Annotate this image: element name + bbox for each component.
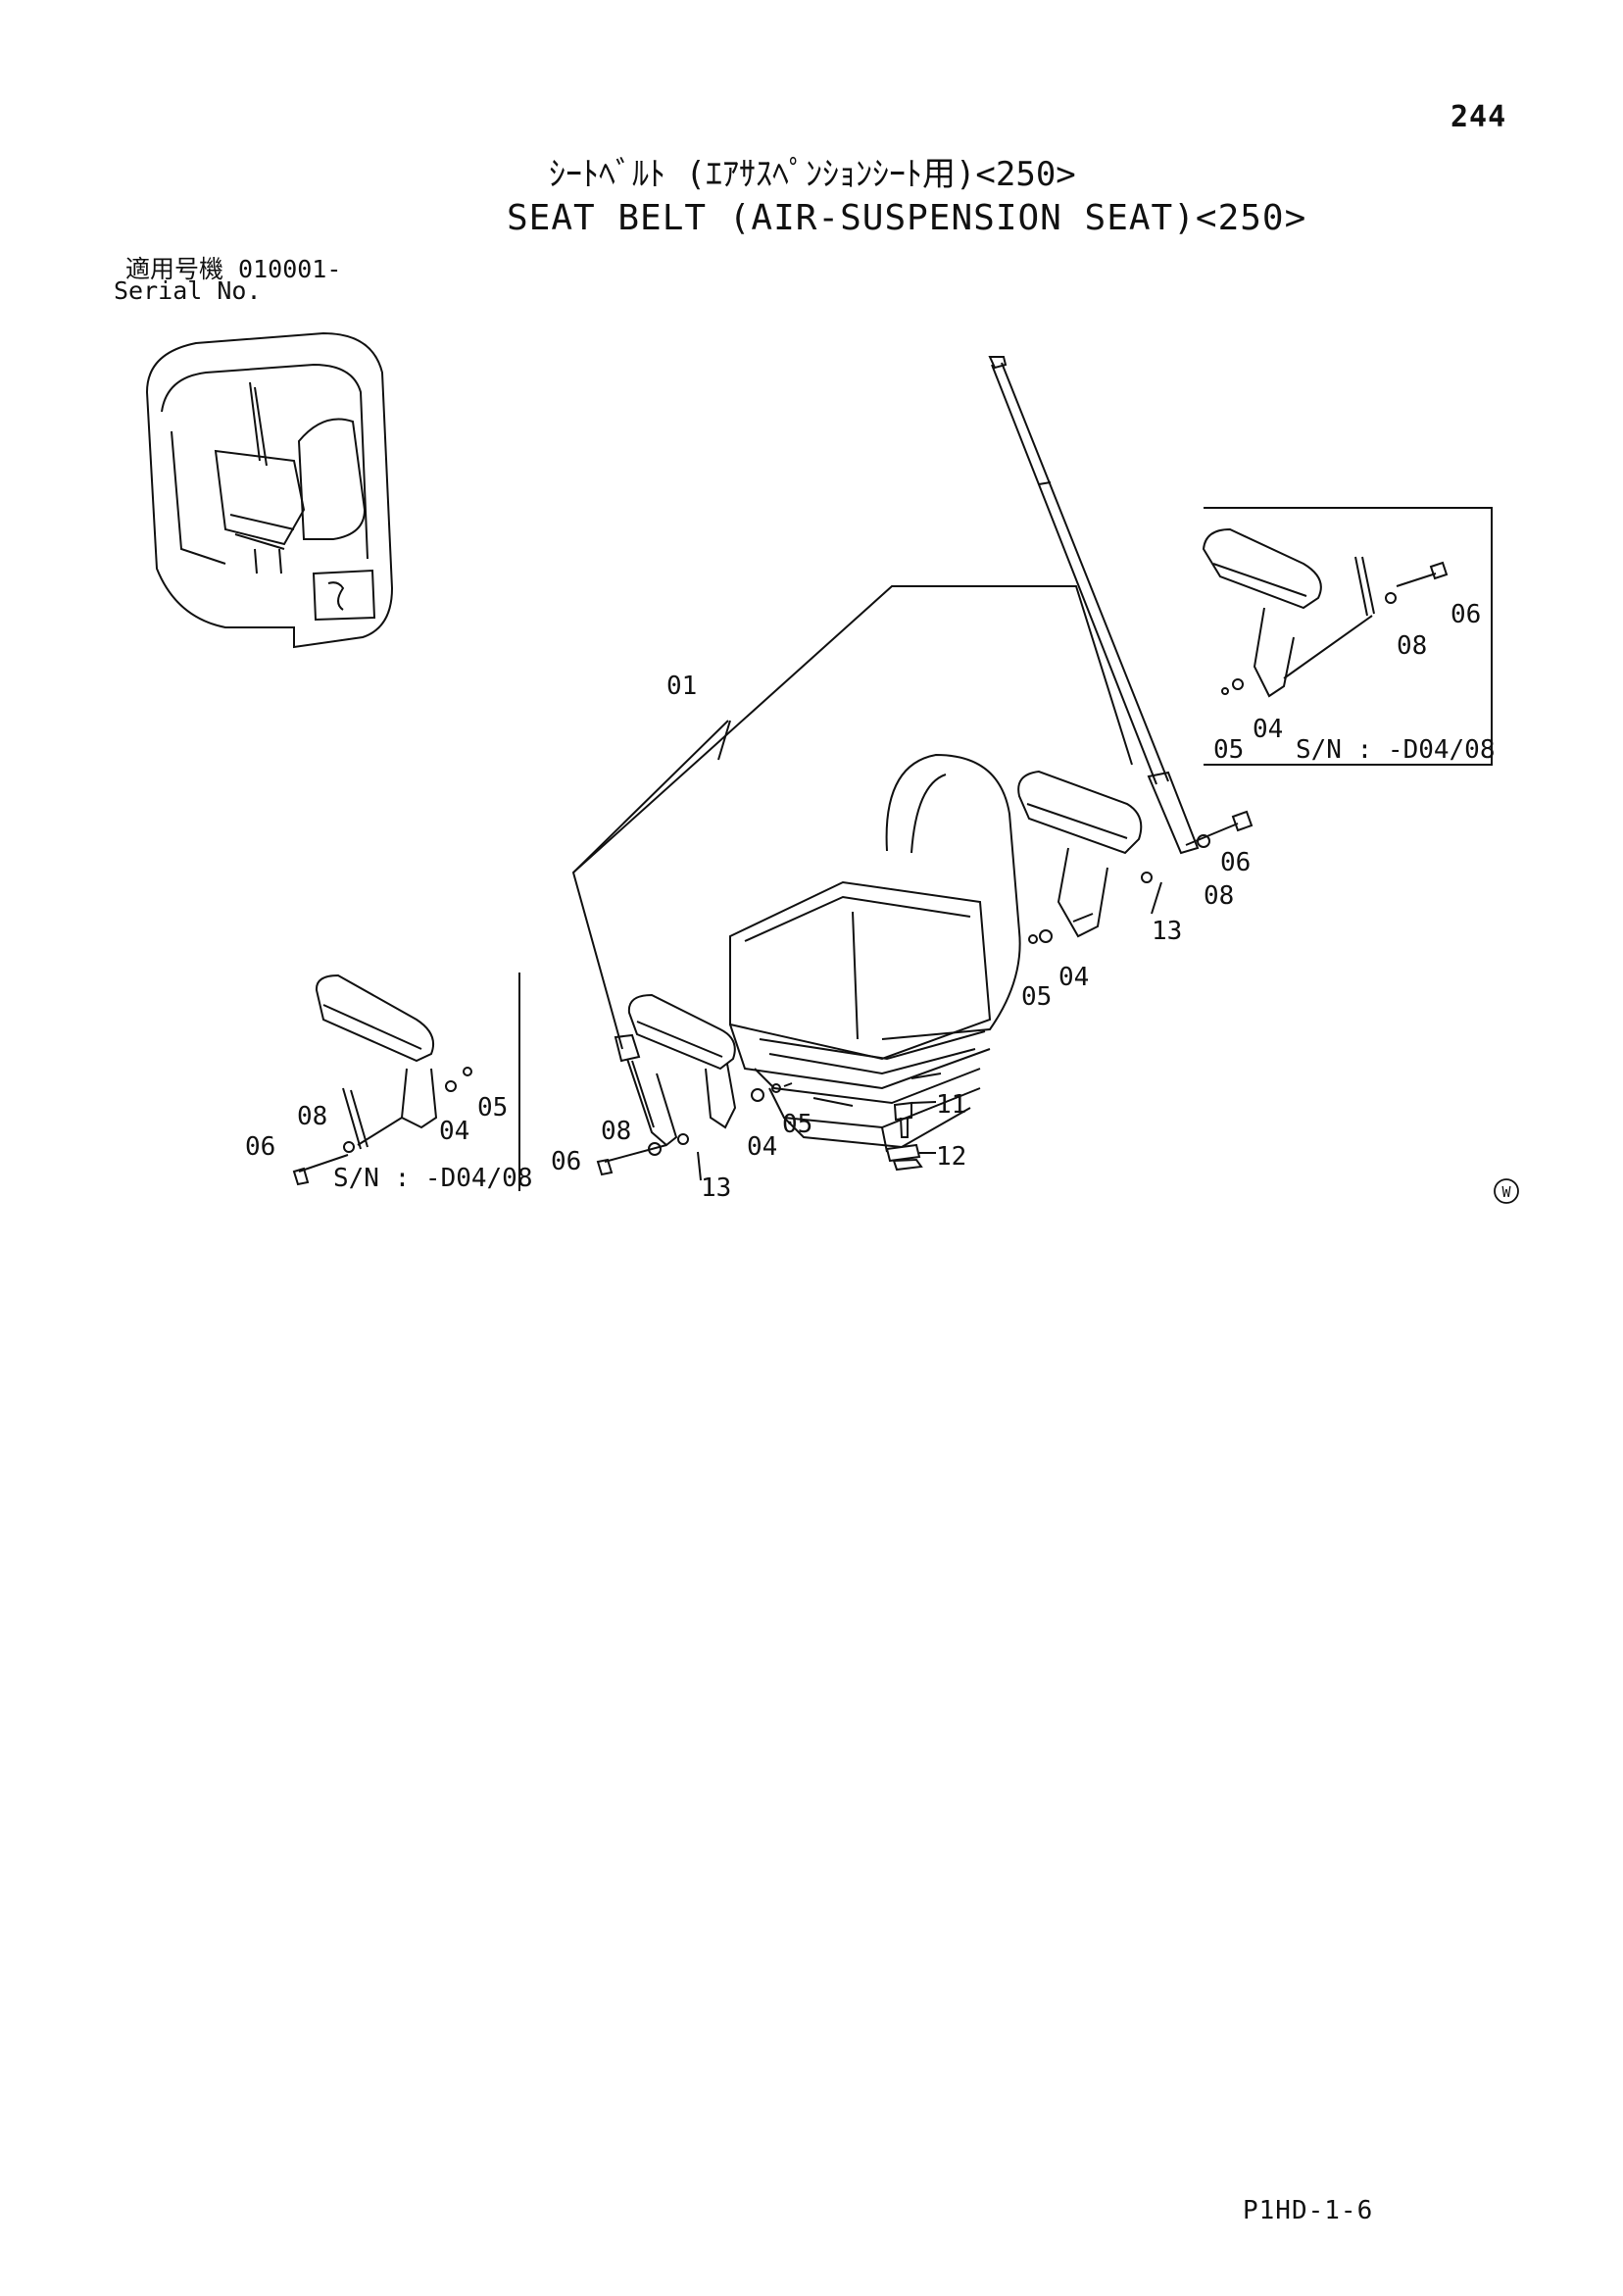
seat-belt-upper-strap: [988, 356, 1200, 855]
sn-note-inset-right: S/N : -D04/08: [1296, 735, 1496, 765]
inset-right-armrest: [1202, 527, 1449, 698]
armrest-left: [627, 993, 737, 1129]
title-japanese: ｼｰﾄﾍﾞﾙﾄ (ｴｱｻｽﾍﾟﾝｼｮﾝｼｰﾄ用)<250>: [549, 155, 1076, 194]
circled-w-text: W: [1501, 1183, 1511, 1201]
callout-08-main-right: 08: [1204, 881, 1234, 911]
callout-06-inset-right: 06: [1451, 600, 1481, 629]
callout-13-main-right: 13: [1152, 917, 1182, 946]
callout-06-main-left: 06: [551, 1147, 581, 1176]
footer-code: P1HD-1-6: [1243, 2196, 1374, 2225]
callout-13-main-left: 13: [701, 1173, 731, 1203]
callout-04-inset-left: 04: [439, 1117, 469, 1146]
callout-06-main-right: 06: [1220, 848, 1251, 877]
seat: [729, 753, 1021, 1153]
serial-label-english: Serial No.: [114, 276, 262, 305]
title-english: SEAT BELT (AIR-SUSPENSION SEAT)<250>: [507, 198, 1307, 238]
circled-w-symbol: W: [1494, 1178, 1519, 1204]
left-hardware: [596, 1082, 793, 1176]
serial-range-japanese: 適用号機 010001-: [125, 255, 342, 283]
callout-08-main-left: 08: [601, 1117, 631, 1146]
armrest-right: [1017, 770, 1143, 938]
callout-08-inset-left: 08: [297, 1102, 327, 1131]
callout-12: 12: [936, 1142, 966, 1172]
callout-08-inset-right: 08: [1397, 631, 1427, 661]
callout-04-inset-right: 04: [1253, 715, 1283, 744]
callout-01: 01: [666, 672, 697, 701]
callout-05-inset-right: 05: [1213, 735, 1244, 765]
callout-11: 11: [936, 1090, 966, 1120]
sn-note-inset-left: S/N : -D04/08: [333, 1164, 533, 1193]
callout-04-main-right: 04: [1058, 963, 1089, 992]
page-number: 244: [1451, 100, 1507, 134]
bracket-assembly: [885, 1101, 937, 1172]
inset-left-armrest: [292, 973, 472, 1186]
callout-04-main-left: 04: [747, 1132, 777, 1162]
callout-06-inset-left: 06: [245, 1132, 275, 1162]
right-hardware: [1028, 810, 1254, 944]
cab-thumbnail: [145, 331, 394, 649]
callout-05-inset-left: 05: [477, 1093, 508, 1123]
callout-05-main-left: 05: [782, 1110, 812, 1139]
callout-05-main-right: 05: [1021, 982, 1052, 1012]
